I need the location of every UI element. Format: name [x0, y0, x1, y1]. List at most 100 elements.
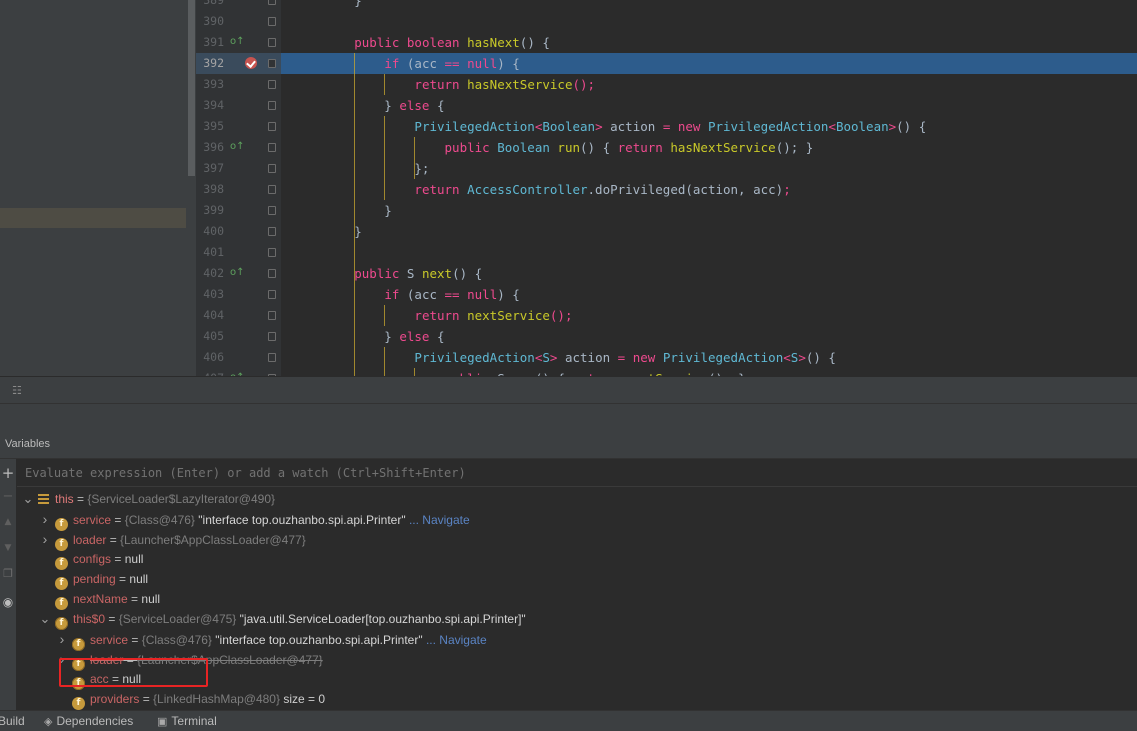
- navigate-link[interactable]: ... Navigate: [408, 513, 470, 527]
- override-icon[interactable]: o↑: [230, 267, 245, 278]
- fold-marker-icon[interactable]: [268, 374, 276, 376]
- fold-marker-icon[interactable]: [268, 206, 276, 215]
- code-line[interactable]: 402 o↑ public S next() {: [196, 263, 1137, 284]
- line-number[interactable]: 393: [203, 77, 224, 91]
- code-line[interactable]: 405 } else {: [196, 326, 1137, 347]
- fold-marker-icon[interactable]: [268, 227, 276, 236]
- breakpoint-icon[interactable]: [245, 57, 257, 69]
- code-line[interactable]: 393 return hasNextService();: [196, 74, 1137, 95]
- tab-build[interactable]: Build: [0, 711, 25, 731]
- code-line[interactable]: 406 PrivilegedAction<S> action = new Pri…: [196, 347, 1137, 368]
- project-panel-scrollbar[interactable]: [186, 0, 196, 376]
- fold-marker-icon[interactable]: [268, 17, 276, 26]
- line-number[interactable]: 394: [203, 98, 224, 112]
- line-number[interactable]: 396: [203, 140, 224, 154]
- chevron-right-icon[interactable]: ›: [59, 631, 65, 647]
- chevron-right-icon[interactable]: ›: [42, 531, 48, 547]
- fold-marker-icon[interactable]: [268, 101, 276, 110]
- fold-marker-icon[interactable]: [268, 38, 276, 47]
- line-number[interactable]: 407: [196, 368, 224, 376]
- line-number[interactable]: 406: [203, 350, 224, 364]
- move-down-icon[interactable]: ▼: [4, 543, 12, 553]
- chevron-right-icon[interactable]: ›: [42, 511, 48, 527]
- line-number[interactable]: 398: [203, 182, 224, 196]
- code-line[interactable]: 394 } else {: [196, 95, 1137, 116]
- code-token: () {: [580, 140, 618, 155]
- code-line[interactable]: 395 PrivilegedAction<Boolean> action = n…: [196, 116, 1137, 137]
- fold-marker-icon[interactable]: [268, 185, 276, 194]
- fold-marker-icon[interactable]: [268, 122, 276, 131]
- override-icon[interactable]: o↑: [230, 141, 245, 152]
- watch-eye-icon[interactable]: ◉: [2, 595, 14, 609]
- tab-terminal[interactable]: ▣Terminal: [157, 711, 217, 731]
- line-number[interactable]: 392: [203, 56, 224, 70]
- line-number[interactable]: 389: [203, 0, 224, 7]
- fold-marker-icon[interactable]: [268, 164, 276, 173]
- line-number[interactable]: 405: [203, 329, 224, 343]
- tab-dependencies[interactable]: ◈Dependencies: [44, 711, 133, 731]
- project-panel-selected-row[interactable]: [0, 208, 196, 228]
- indent-guide: [384, 305, 386, 326]
- fold-marker-icon[interactable]: [268, 311, 276, 320]
- line-number[interactable]: 401: [203, 245, 224, 259]
- line-number[interactable]: 395: [203, 119, 224, 133]
- code-line[interactable]: 404 return nextService();: [196, 305, 1137, 326]
- code-line[interactable]: 400 }: [196, 221, 1137, 242]
- line-number[interactable]: 391: [203, 35, 224, 49]
- navigate-link[interactable]: ... Navigate: [425, 633, 487, 647]
- copy-icon[interactable]: ❐: [3, 567, 13, 580]
- line-number[interactable]: 397: [203, 161, 224, 175]
- code-line[interactable]: 398 return AccessController.doPrivileged…: [196, 179, 1137, 200]
- code-line[interactable]: 403 if (acc == null) {: [196, 284, 1137, 305]
- bottom-tool-bar: Build ◈Dependencies ▣Terminal: [0, 710, 1137, 731]
- code-text: public S next() {: [294, 263, 482, 284]
- chevron-down-icon[interactable]: ⌄: [39, 611, 51, 626]
- variable-row[interactable]: ⌄this = {ServiceLoader$LazyIterator@490}: [22, 489, 275, 509]
- override-icon[interactable]: o↑: [230, 371, 245, 376]
- project-panel-scroll-thumb[interactable]: [188, 0, 195, 176]
- line-number[interactable]: 400: [203, 224, 224, 238]
- fold-marker-icon[interactable]: [268, 80, 276, 89]
- code-line[interactable]: 401: [196, 242, 1137, 263]
- override-icon[interactable]: o↑: [230, 36, 245, 47]
- line-number[interactable]: 404: [203, 308, 224, 322]
- line-number[interactable]: 403: [203, 287, 224, 301]
- fold-marker-icon[interactable]: [268, 143, 276, 152]
- add-watch-icon[interactable]: +: [1, 464, 15, 482]
- code-line[interactable]: 399 }: [196, 200, 1137, 221]
- fold-marker-icon[interactable]: [268, 248, 276, 257]
- code-line[interactable]: 407o↑ public S run() { return nextServic…: [196, 368, 1137, 376]
- code-line[interactable]: 390: [196, 11, 1137, 32]
- line-number[interactable]: 402: [203, 266, 224, 280]
- fold-marker-icon[interactable]: [268, 332, 276, 341]
- fold-marker-icon[interactable]: [268, 0, 276, 5]
- move-up-icon[interactable]: ▲: [4, 517, 12, 527]
- fold-marker-icon[interactable]: [268, 59, 276, 68]
- fold-marker-icon[interactable]: [268, 290, 276, 299]
- restore-layout-icon[interactable]: ☷: [12, 384, 22, 397]
- current-execution-line[interactable]: 392 if (acc == null) {: [196, 53, 1137, 74]
- line-number[interactable]: 399: [203, 203, 224, 217]
- line-number[interactable]: 390: [203, 14, 224, 28]
- code-token: () {: [805, 350, 836, 365]
- fold-marker-icon[interactable]: [268, 353, 276, 362]
- remove-watch-icon[interactable]: −: [2, 489, 14, 504]
- code-line[interactable]: 389 }: [196, 0, 1137, 11]
- chevron-down-icon[interactable]: ⌄: [22, 491, 34, 506]
- fold-marker-icon[interactable]: [268, 269, 276, 278]
- evaluate-expression-input[interactable]: [17, 462, 1137, 484]
- code-line[interactable]: 397 };: [196, 158, 1137, 179]
